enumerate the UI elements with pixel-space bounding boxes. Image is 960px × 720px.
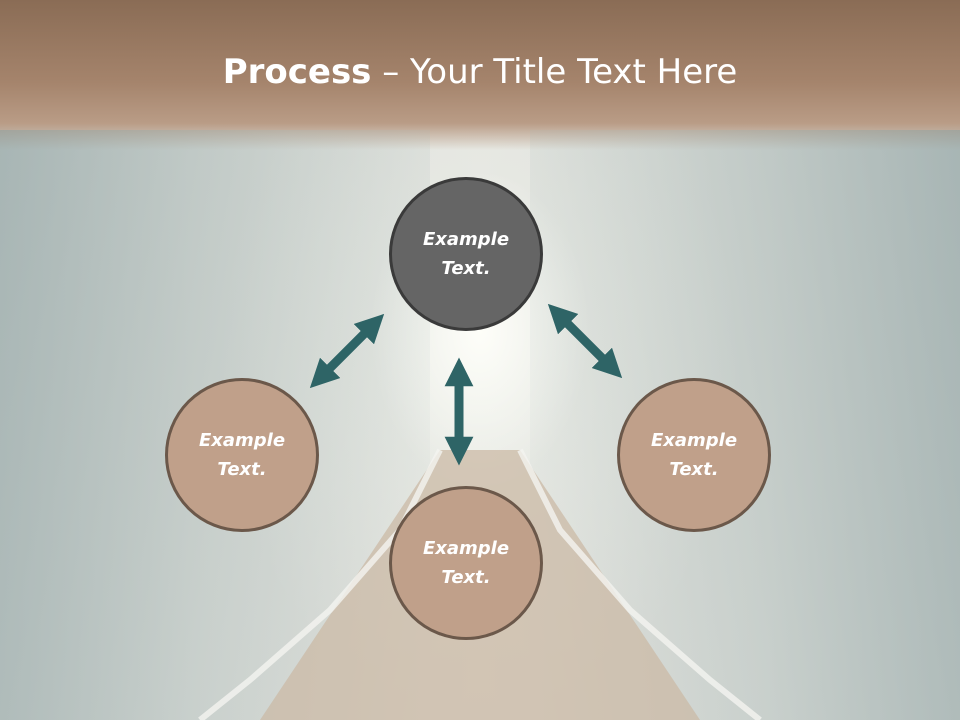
node-right-line2: Text.	[669, 459, 719, 480]
process-node-bottom: Example Text.	[389, 486, 543, 640]
node-top-line2: Text.	[441, 258, 491, 279]
slide-title: Process – Your Title Text Here	[0, 52, 960, 92]
title-rest: – Your Title Text Here	[371, 52, 738, 92]
process-node-top: Example Text.	[389, 177, 543, 331]
node-right-line1: Example	[650, 430, 738, 451]
title-bold: Process	[222, 52, 372, 92]
node-left-line2: Text.	[217, 459, 267, 480]
arrow-top-right	[547, 303, 623, 379]
arrow-top-left	[309, 313, 385, 389]
header-band	[0, 0, 960, 150]
node-bottom-line2: Text.	[441, 567, 491, 588]
node-top-line1: Example	[422, 229, 510, 250]
node-bottom-line1: Example	[422, 538, 510, 559]
process-node-right: Example Text.	[617, 378, 771, 532]
node-left-line1: Example	[198, 430, 286, 451]
process-node-left: Example Text.	[165, 378, 319, 532]
